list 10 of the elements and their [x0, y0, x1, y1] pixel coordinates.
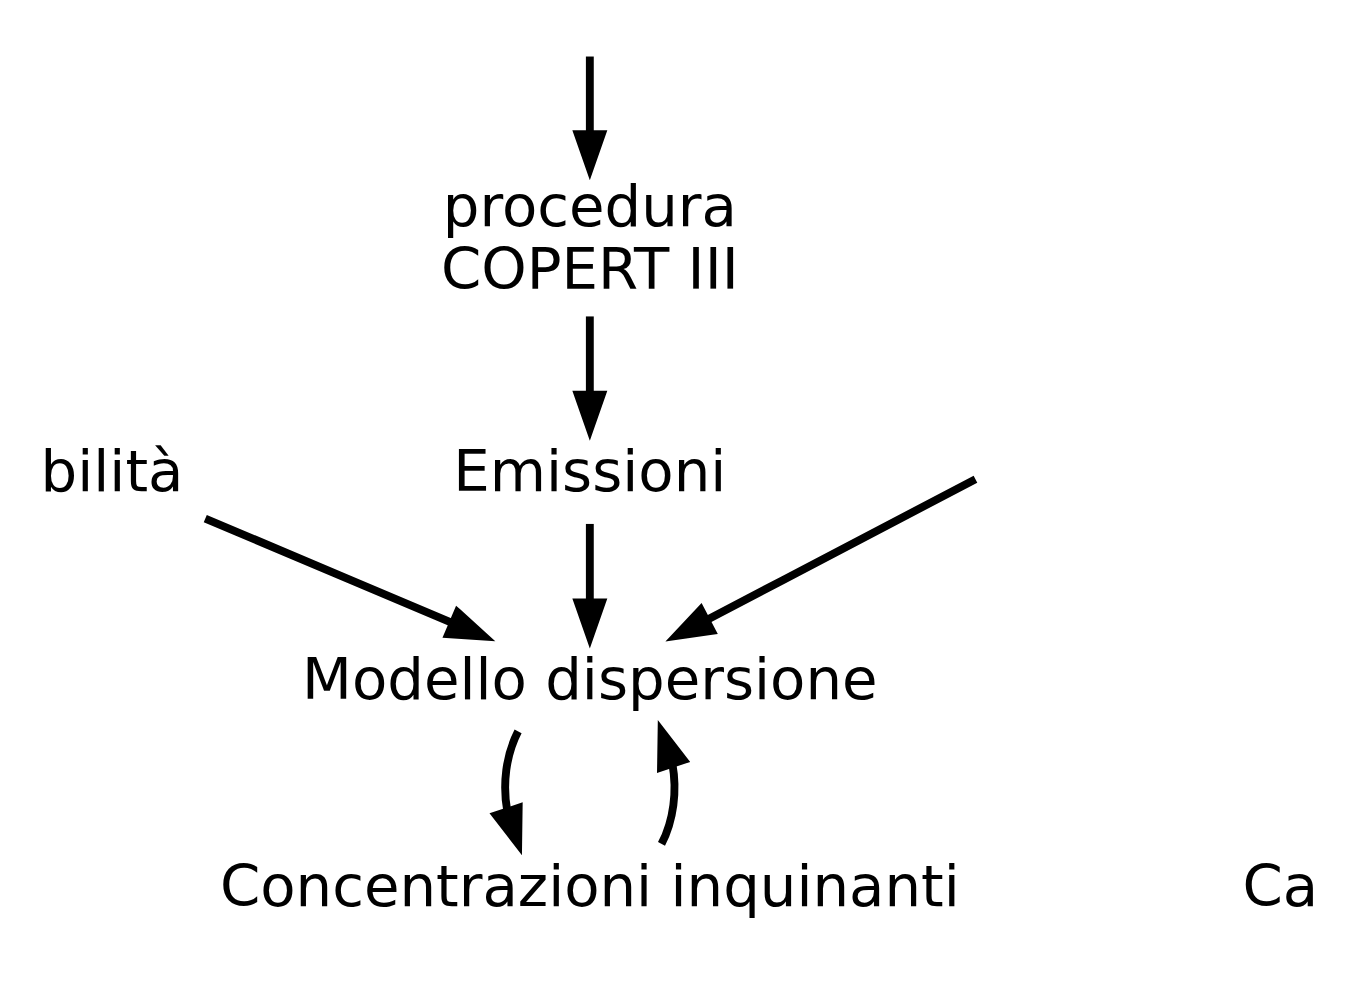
node-text: Concentrazioni inquinanti: [219, 851, 960, 920]
label: Ca: [1242, 851, 1319, 920]
arrow: [657, 720, 691, 846]
node-text: bilità: [40, 437, 184, 506]
arrow: [665, 475, 978, 642]
node-text: Emissioni: [453, 437, 727, 506]
arrow: [203, 514, 496, 642]
node-text: Modello dispersione: [302, 644, 878, 713]
arrow: [489, 729, 523, 856]
node-text: procedura COPERT III: [440, 171, 739, 303]
